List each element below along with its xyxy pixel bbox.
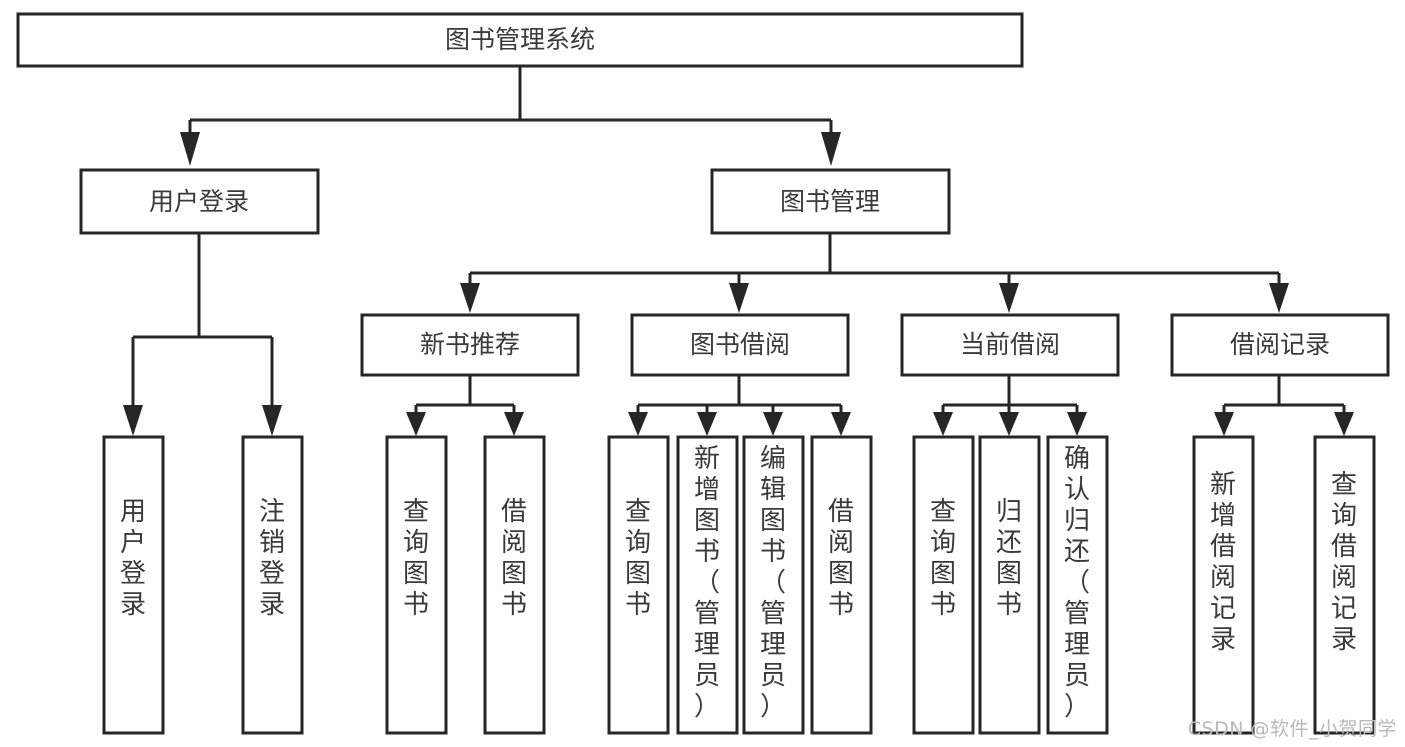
node-book-borrow-label: 图书借阅	[690, 330, 790, 359]
leaf-query-book-3[interactable]: 查询图书	[912, 435, 975, 735]
leaf-confirm-return[interactable]: 确认归还（管理员）	[1046, 435, 1109, 735]
node-book-borrow-box[interactable]	[630, 313, 850, 377]
leaf-query-record-box[interactable]	[1313, 435, 1376, 735]
node-current-borrow[interactable]: 当前借阅	[900, 313, 1120, 377]
arrowhead-leaf-user-login	[123, 405, 143, 436]
leaf-user-logout-box[interactable]	[241, 435, 304, 735]
node-borrow-record[interactable]: 借阅记录	[1170, 313, 1390, 377]
leaf-user-login-box[interactable]	[102, 435, 165, 735]
arrowhead-leaf-user-logout	[262, 405, 282, 436]
connector-group-new-book-recommend	[406, 376, 524, 436]
connector-group-current-borrow	[933, 376, 1087, 436]
leaf-query-book-2-box[interactable]	[607, 435, 670, 735]
leaf-query-book-2-label: 查询图书	[625, 497, 651, 620]
node-book-manage-box[interactable]	[710, 168, 951, 235]
connector-group-book-borrow	[628, 376, 851, 436]
node-borrow-record-label: 借阅记录	[1230, 330, 1330, 359]
arrowhead-leaf-edit-book	[763, 412, 783, 436]
leaf-query-book-3-box[interactable]	[912, 435, 975, 735]
leaf-user-login-label: 用户登录	[120, 497, 146, 620]
csdn-watermark: CSDN @软件_小贺同学	[1187, 718, 1397, 740]
leaf-borrow-book-2-label: 借阅图书	[828, 497, 854, 620]
leaf-confirm-return-label: 确认归还（管理员）	[1064, 444, 1090, 722]
node-new-book-recommend[interactable]: 新书推荐	[360, 313, 580, 377]
node-borrow-record-box[interactable]	[1170, 313, 1390, 377]
node-book-manage[interactable]: 图书管理	[710, 168, 951, 235]
leaf-borrow-book-1-box[interactable]	[483, 435, 546, 735]
leaf-user-logout-label: 注销登录	[259, 497, 285, 620]
node-current-borrow-label: 当前借阅	[960, 330, 1060, 359]
leaf-add-book[interactable]: 新增图书（管理员）	[676, 435, 739, 735]
node-root-box[interactable]	[16, 12, 1024, 68]
arrowhead-leaf-return-book	[999, 412, 1019, 436]
leaf-add-record-label: 新增借阅记录	[1210, 470, 1236, 655]
leaf-query-record-label: 查询借阅记录	[1331, 470, 1357, 655]
arrowhead-leaf-query-record	[1334, 412, 1354, 436]
arrowhead-book-manage	[821, 132, 841, 166]
leaf-edit-book[interactable]: 编辑图书（管理员）	[742, 435, 805, 735]
leaf-borrow-book-1-label: 借阅图书	[501, 497, 527, 620]
leaf-user-logout[interactable]: 注销登录	[241, 435, 304, 735]
arrowhead-leaf-add-record	[1214, 412, 1234, 436]
arrowhead-book-borrow	[729, 283, 749, 313]
node-book-borrow[interactable]: 图书借阅	[630, 313, 850, 377]
leaf-query-record[interactable]: 查询借阅记录	[1313, 435, 1376, 735]
node-book-manage-label: 图书管理	[780, 187, 880, 216]
leaf-confirm-return-box[interactable]	[1046, 435, 1109, 735]
node-user-login[interactable]: 用户登录	[79, 168, 320, 235]
arrowhead-leaf-query-book-3	[933, 412, 953, 436]
leaf-query-book-1[interactable]: 查询图书	[385, 435, 448, 735]
arrowhead-leaf-borrow-book-1	[504, 412, 524, 436]
leaf-query-book-3-label: 查询图书	[930, 497, 956, 620]
leaf-borrow-book-2-box[interactable]	[810, 435, 873, 735]
leaf-add-record-box[interactable]	[1192, 435, 1255, 735]
connector-group-root	[180, 66, 841, 166]
arrowhead-leaf-borrow-book-2	[831, 412, 851, 436]
node-user-login-label: 用户登录	[149, 187, 249, 216]
node-root[interactable]: 图书管理系统	[16, 12, 1024, 68]
leaf-query-book-2[interactable]: 查询图书	[607, 435, 670, 735]
leaf-add-book-label: 新增图书（管理员）	[694, 444, 720, 722]
node-current-borrow-box[interactable]	[900, 313, 1120, 377]
node-new-book-recommend-label: 新书推荐	[420, 330, 520, 359]
arrowhead-new-book-recommend	[460, 283, 480, 313]
connector-group-book-manage	[460, 234, 1289, 313]
arrowhead-user-login	[180, 132, 200, 166]
node-new-book-recommend-box[interactable]	[360, 313, 580, 377]
leaf-query-book-1-label: 查询图书	[403, 497, 429, 620]
arrowhead-leaf-query-book-1	[406, 412, 426, 436]
leaf-return-book-box[interactable]	[978, 435, 1041, 735]
leaf-query-book-1-box[interactable]	[385, 435, 448, 735]
leaf-edit-book-label: 编辑图书（管理员）	[760, 444, 786, 722]
leaf-return-book-label: 归还图书	[996, 497, 1022, 620]
node-root-label: 图书管理系统	[445, 25, 595, 54]
leaf-borrow-book-2[interactable]: 借阅图书	[810, 435, 873, 735]
leaf-user-login[interactable]: 用户登录	[102, 435, 165, 735]
leaf-add-book-box[interactable]	[676, 435, 739, 735]
leaf-edit-book-box[interactable]	[742, 435, 805, 735]
arrowhead-leaf-add-book	[697, 412, 717, 436]
connector-group-borrow-record	[1214, 376, 1354, 436]
leaf-borrow-book-1[interactable]: 借阅图书	[483, 435, 546, 735]
connector-group-user-login	[123, 234, 282, 436]
arrowhead-leaf-query-book-2	[628, 412, 648, 436]
leaf-return-book[interactable]: 归还图书	[978, 435, 1041, 735]
arrowhead-borrow-record	[1269, 283, 1289, 313]
arrowhead-leaf-confirm-return	[1067, 412, 1087, 436]
node-user-login-box[interactable]	[79, 168, 320, 235]
leaf-add-record[interactable]: 新增借阅记录	[1192, 435, 1255, 735]
arrowhead-current-borrow	[999, 283, 1019, 313]
